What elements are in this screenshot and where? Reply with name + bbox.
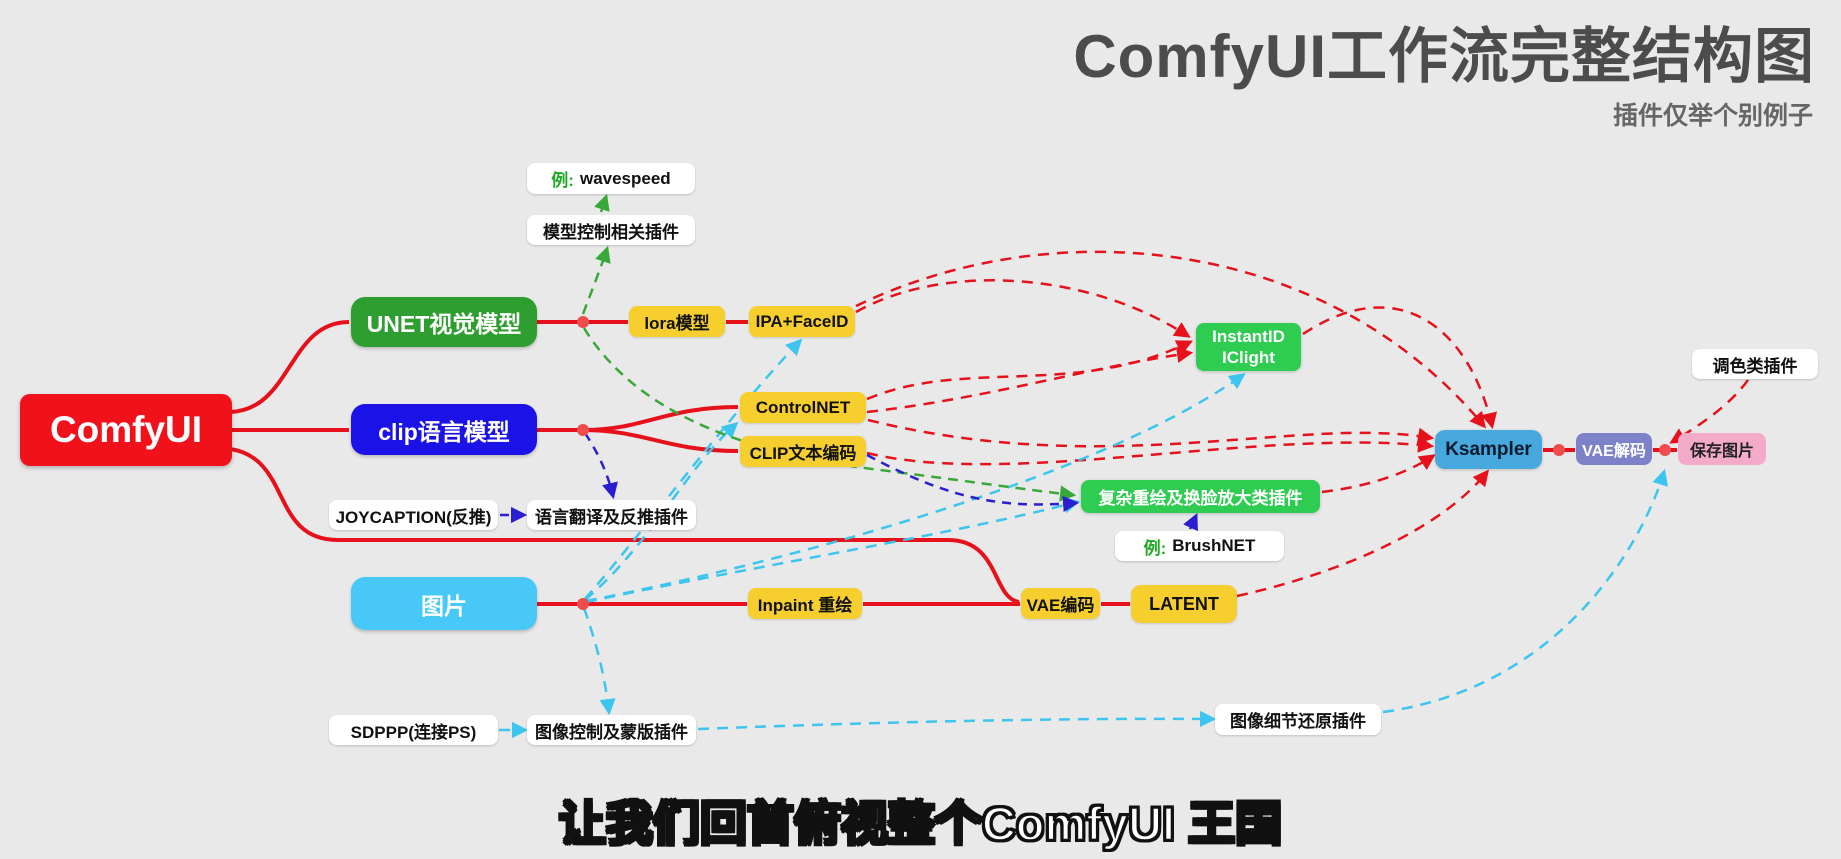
node-comfyui-label: ComfyUI (49, 409, 203, 450)
node-clip-model: clip语言模型 (351, 404, 537, 455)
node-detail-plugin-label: 图像细节还原插件 (1230, 712, 1366, 731)
node-mask-plugin: 图像控制及蒙版插件 (527, 715, 696, 745)
node-unet-model: UNET视觉模型 (351, 297, 537, 347)
node-image: 图片 (351, 577, 537, 630)
node-save-image-label: 保存图片 (1689, 443, 1754, 460)
node-repaint-label: 复杂重绘及换脸放大类插件 (1098, 489, 1303, 508)
node-clip-encode-label: CLIP文本编码 (749, 444, 857, 463)
node-detail-plugin: 图像细节还原插件 (1215, 704, 1381, 735)
node-wavespeed-label: wavespeed (579, 168, 671, 188)
node-inpaint-label: Inpaint 重绘 (757, 596, 853, 615)
node-sdppp-label: SDPPP(连接PS) (350, 722, 477, 742)
node-vae-decode-label: VAE解码 (1582, 443, 1646, 460)
node-latent: LATENT (1131, 585, 1237, 623)
node-wavespeed-example: 例: wavespeed (527, 163, 695, 194)
node-latent-label: LATENT (1149, 593, 1219, 614)
node-mask-plugin-label: 图像控制及蒙版插件 (535, 722, 688, 742)
video-caption: 让我们回首俯视整个ComfyUI 王国 (558, 796, 1284, 851)
page-subtitle: 插件仅举个别例子 (1612, 102, 1813, 130)
node-save-image: 保存图片 (1678, 433, 1766, 465)
node-brushnet-label: BrushNET (1172, 536, 1256, 555)
node-color-plugin: 调色类插件 (1692, 349, 1818, 379)
node-lora-label: lora模型 (644, 314, 710, 333)
node-vae-decode: VAE解码 (1576, 433, 1652, 465)
node-instantid-label: InstantID IClight (1212, 326, 1285, 367)
node-ipa-label: IPA+FaceID (755, 311, 849, 331)
page-title: ComfyUI工作流完整结构图 (1073, 23, 1815, 90)
node-color-plugin-label: 调色类插件 (1712, 356, 1798, 376)
node-vae-encode-label: VAE编码 (1026, 596, 1095, 615)
node-translate-plugin: 语言翻译及反推插件 (527, 500, 696, 530)
node-clip-text-encode: CLIP文本编码 (740, 436, 866, 467)
example-prefix: 例: (551, 171, 574, 190)
node-sdppp: SDPPP(连接PS) (329, 715, 498, 745)
node-ipa-faceid: IPA+FaceID (749, 306, 855, 337)
node-unet-label: UNET视觉模型 (366, 311, 522, 337)
node-joycaption-label: JOYCAPTION(反推) (335, 507, 492, 527)
node-joycaption: JOYCAPTION(反推) (329, 500, 498, 530)
node-model-control-plugin: 模型控制相关插件 (527, 215, 695, 245)
node-ksampler: Ksampler (1435, 430, 1542, 469)
node-translate-label: 语言翻译及反推插件 (535, 507, 688, 527)
cyan-dashed-connectors (499, 338, 1669, 739)
node-controlnet: ControlNET (740, 392, 866, 423)
node-image-label: 图片 (421, 592, 467, 619)
node-vae-encode: VAE编码 (1021, 588, 1100, 619)
red-dashed-connectors (855, 250, 1750, 598)
node-brushnet-example: 例: BrushNET (1115, 531, 1284, 561)
node-model-control-label: 模型控制相关插件 (543, 222, 679, 242)
node-ksampler-label: Ksampler (1445, 438, 1532, 460)
node-controlnet-label: ControlNET (755, 397, 851, 417)
node-instantid-iclight: InstantID IClight (1196, 323, 1301, 371)
node-comfyui: ComfyUI (20, 394, 232, 466)
example-prefix: 例: (1143, 538, 1167, 558)
node-lora: lora模型 (629, 306, 725, 337)
node-inpaint: Inpaint 重绘 (748, 588, 862, 619)
node-repaint-plugin: 复杂重绘及换脸放大类插件 (1081, 480, 1320, 513)
node-clip-label: clip语言模型 (378, 418, 510, 445)
